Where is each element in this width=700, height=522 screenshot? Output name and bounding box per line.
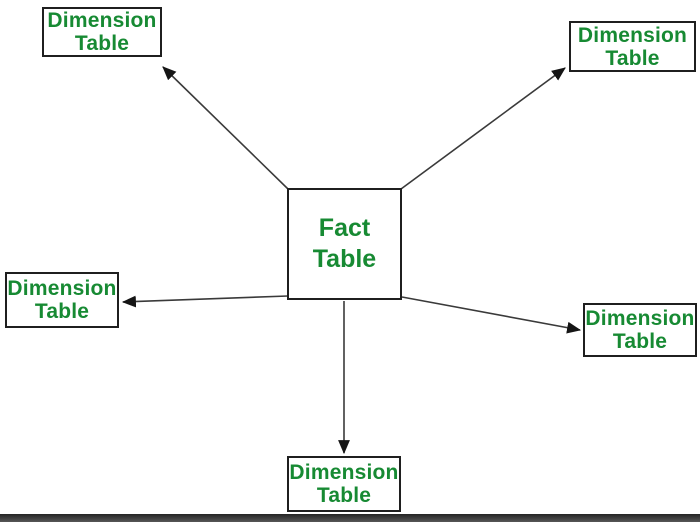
dimension-label-line2: Table xyxy=(612,330,668,353)
dimension-label-line2: Table xyxy=(74,32,130,55)
edge-fact-to-top-left-dimension xyxy=(162,66,289,190)
dimension-label-line1: Dimension xyxy=(585,307,695,330)
dimension-label-line2: Table xyxy=(316,484,372,507)
edge-fact-to-top-right-dimension xyxy=(400,67,566,190)
dimension-label-line1: Dimension xyxy=(577,23,688,47)
dimension-label-line1: Dimension xyxy=(7,277,117,300)
edge-fact-to-middle-left-dimension xyxy=(121,295,289,308)
dimension-label-line2: Table xyxy=(605,46,660,70)
dimension-label-line2: Table xyxy=(34,300,90,323)
fact-table-label-line2: Table xyxy=(312,245,377,273)
dimension-node-bottom-center: Dimension Table xyxy=(287,456,401,512)
edge-fact-to-middle-right-dimension xyxy=(401,296,582,334)
bottom-edge-bar xyxy=(0,514,700,522)
fact-table-node: Fact Table xyxy=(287,188,402,300)
dimension-node-top-left: Dimension Table xyxy=(42,7,162,57)
dimension-node-middle-right: Dimension Table xyxy=(583,303,697,357)
dimension-node-top-right: Dimension Table xyxy=(569,21,696,72)
fact-table-label-line1: Fact xyxy=(318,214,371,242)
dimension-label-line1: Dimension xyxy=(47,9,157,32)
dimension-label-line1: Dimension xyxy=(289,461,399,484)
dimension-node-middle-left: Dimension Table xyxy=(5,272,119,328)
